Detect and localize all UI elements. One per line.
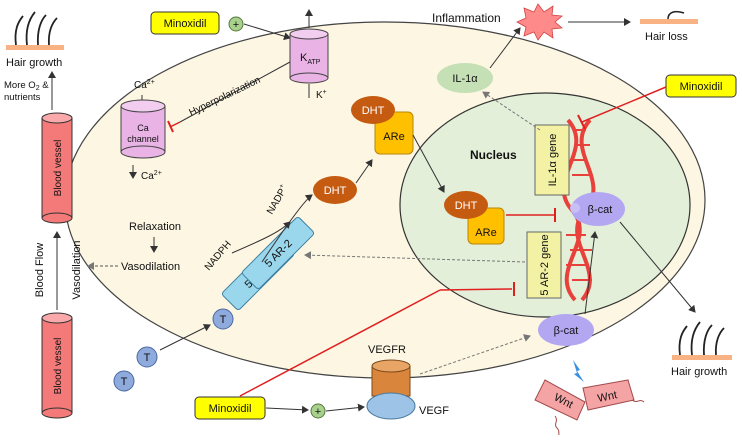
nucleus: [399, 92, 691, 318]
dht-cytoplasm: [313, 176, 357, 204]
plus-top-icon: [228, 16, 244, 32]
minoxidil-top-label: Minoxidil: [164, 18, 207, 30]
minoxidil-top-box: [150, 11, 220, 35]
testosterone-3: [113, 370, 135, 392]
hair-growth-top-icon: [6, 11, 64, 50]
minoxidil-bottom-box: [194, 396, 266, 420]
t3-label: T: [121, 376, 128, 388]
relaxation-label: Relaxation: [129, 221, 181, 233]
k-ion-label: K+: [316, 89, 327, 101]
nucleus-label: Nucleus: [470, 148, 517, 162]
hair-growth-bottom-label: Hair growth: [671, 366, 727, 378]
are-cytoplasm-label: ARe: [383, 131, 404, 143]
vegf-label: VEGF: [419, 405, 449, 417]
hair-loss-icon: [640, 10, 698, 24]
minoxidil-right-box: [665, 74, 737, 98]
wnt-protein-1: [534, 379, 586, 438]
dht-cytoplasm-label: DHT: [324, 185, 347, 197]
ar2-gene-label: 5 AR-2 gene: [539, 234, 551, 295]
blood-vessel-top-label: Blood vessel: [53, 140, 64, 197]
il1a-protein-label: IL-1α: [452, 73, 478, 85]
beta-catenin-cytoplasm-label: β-cat: [554, 325, 579, 337]
ca-down-label: Ca2+: [141, 170, 162, 182]
il1a-gene-box: [534, 124, 570, 196]
inflammation-burst-icon: [516, 3, 563, 41]
plus-top-label: +: [233, 19, 239, 31]
ca-channel-line2: channel: [127, 134, 159, 144]
blood-flow-label: Blood Flow: [34, 243, 46, 297]
dht-nucleus: [444, 191, 488, 219]
testosterone-2: [136, 346, 158, 368]
are-nucleus-label: ARe: [475, 227, 496, 239]
hair-growth-top-label: Hair growth: [6, 57, 62, 69]
lightning-icon: [573, 360, 584, 382]
ar2-gene-box: [526, 231, 562, 299]
dht-cytoplasm-top-label: DHT: [362, 105, 385, 117]
hair-loss-label: Hair loss: [645, 31, 688, 43]
minoxidil-right-label: Minoxidil: [680, 81, 723, 93]
nutrients-label: nutrients: [4, 92, 41, 103]
dht-cytoplasm-top: [351, 96, 395, 124]
wnt2-label: Wnt: [597, 389, 619, 405]
katp-label: KATP: [300, 52, 321, 66]
beta-catenin-cytoplasm: [538, 314, 594, 346]
hair-growth-bottom-icon: [672, 321, 732, 360]
plus-bottom-label: +: [315, 406, 321, 418]
inflammation-label: Inflammation: [432, 11, 501, 25]
plus-bottom-icon: [310, 403, 326, 419]
t2-label: T: [144, 352, 151, 364]
t1-label: T: [220, 314, 227, 326]
ca-channel: [120, 99, 166, 159]
vegfr-receptor: [371, 359, 411, 397]
blood-vessel-bottom-label: Blood vessel: [53, 338, 64, 395]
dht-nucleus-label: DHT: [455, 200, 478, 212]
vegfr-label: VEGFR: [368, 344, 406, 356]
katp-channel: [289, 28, 329, 84]
blood-vessel-bottom: [41, 312, 73, 419]
il1a-gene-label: IL-1α gene: [547, 134, 559, 187]
vasodilation-label: Vasodilation: [121, 261, 180, 273]
more-o2-label: More O2 &: [4, 80, 49, 92]
beta-catenin-nucleus-label: β-cat: [588, 204, 613, 216]
il1a-protein: [437, 63, 493, 93]
vegf-ligand: [366, 392, 416, 420]
blood-vessel-top: [41, 112, 73, 224]
testosterone-1: [212, 308, 234, 330]
beta-catenin-nucleus: [571, 192, 625, 226]
wnt-protein-2: [582, 379, 645, 411]
ca-top-label: Ca2+: [134, 79, 155, 91]
vasodilation-vertical-label: Vasodilation: [71, 240, 83, 299]
minoxidil-bottom-label: Minoxidil: [209, 403, 252, 415]
ca-channel-line1: Ca: [137, 123, 149, 133]
